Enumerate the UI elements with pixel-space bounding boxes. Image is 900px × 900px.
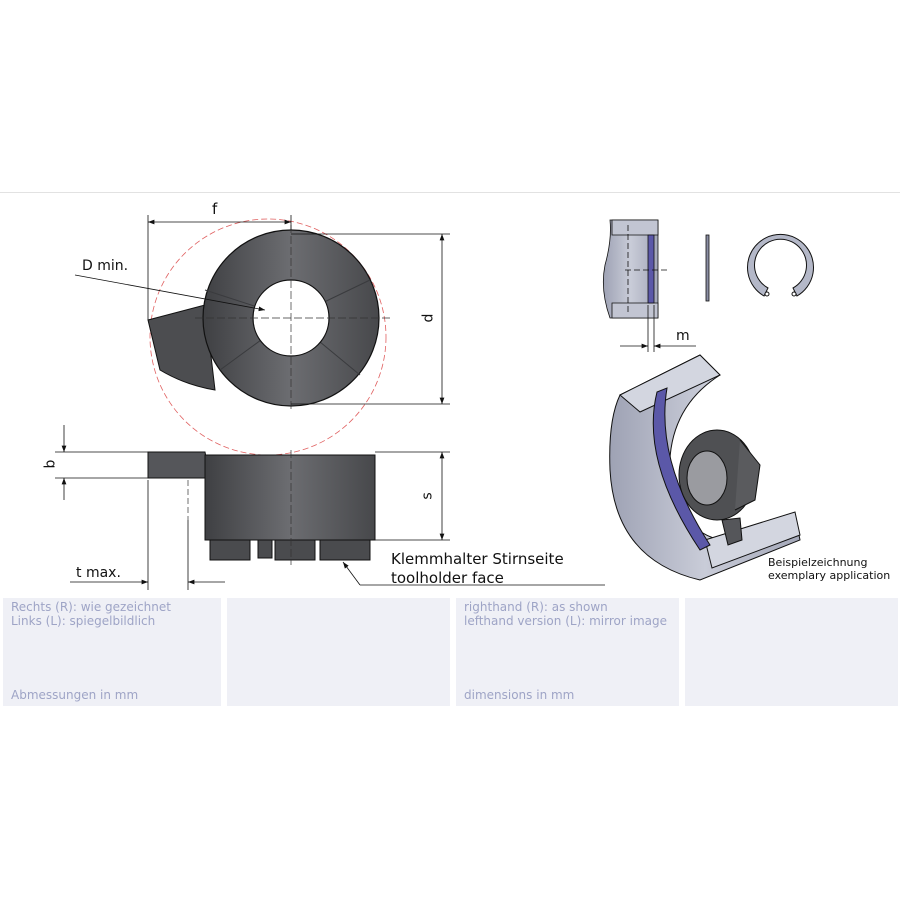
dim-m-label: m	[676, 328, 690, 344]
example-assembly-3d	[609, 354, 801, 581]
info-box-de: Rechts (R): wie gezeichnet Links (L): sp…	[3, 598, 221, 706]
info-box-empty	[227, 598, 450, 706]
info-box-empty	[685, 598, 898, 706]
info-footer: Abmessungen in mm	[11, 688, 139, 702]
toolholder-label-de: Klemmhalter Stirnseite	[391, 550, 564, 568]
dim-b-label: b	[42, 459, 59, 469]
dim-s-label: s	[419, 492, 436, 500]
info-line: righthand (R): as shown	[464, 600, 608, 614]
groove-section-view	[602, 219, 710, 352]
dim-tmax-label: t max.	[76, 565, 121, 581]
header-separator	[0, 192, 900, 193]
info-line: Rechts (R): wie gezeichnet	[11, 600, 171, 614]
toolholder-label-en: toolholder face	[391, 569, 504, 587]
info-box-en: righthand (R): as shown lefthand version…	[456, 598, 679, 706]
circlip-ring-icon	[747, 234, 814, 297]
info-line: lefthand version (L): mirror image	[464, 614, 667, 628]
info-footer: dimensions in mm	[464, 688, 575, 702]
dimension-lines-side	[55, 425, 605, 590]
insert-side-view	[147, 450, 376, 565]
info-line: Links (L): spiegelbildlich	[11, 614, 156, 628]
dim-dmin-label: D min.	[82, 258, 129, 274]
dim-d-label: d	[420, 313, 437, 323]
dim-f-label: f	[212, 200, 218, 218]
dimension-lines-top	[74, 215, 450, 405]
insert-top-view	[147, 218, 390, 456]
example-label-en: exemplary application	[768, 569, 891, 582]
example-label-de: Beispielzeichnung	[768, 556, 868, 569]
